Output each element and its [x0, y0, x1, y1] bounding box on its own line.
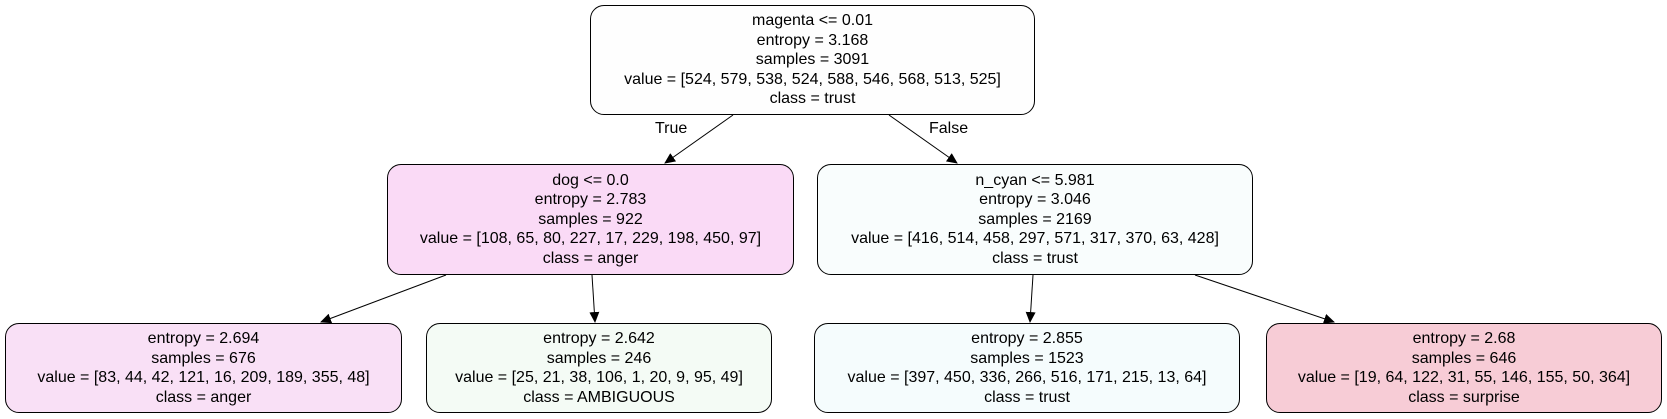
node-class: class = trust: [992, 249, 1078, 267]
node-samples: samples = 646: [1411, 349, 1517, 367]
node-entropy: entropy = 2.642: [543, 330, 655, 347]
node-value: value = [83, 44, 42, 121, 16, 209, 189, …: [37, 369, 370, 386]
node-class: class = AMBIGUOUS: [523, 388, 675, 406]
edge-ncyan-leaf4: [1194, 274, 1335, 324]
node-entropy: entropy = 2.68: [1412, 330, 1516, 347]
node-samples: samples = 676: [151, 349, 256, 367]
node-samples: samples = 1523: [970, 349, 1084, 367]
edge-dog-leaf2: [589, 274, 600, 323]
tree-node-root: magenta <= 0.01 entropy = 3.168 samples …: [590, 5, 1035, 115]
node-class: class = surprise: [1408, 388, 1520, 406]
node-value: value = [397, 450, 336, 266, 516, 171, 2…: [847, 369, 1207, 386]
node-value: value = [108, 65, 80, 227, 17, 229, 198,…: [419, 230, 762, 248]
node-value: value = [524, 579, 538, 524, 588, 546, 5…: [624, 70, 1001, 88]
node-condition: n_cyan <= 5.981: [975, 171, 1095, 189]
edge-label-false: False: [929, 120, 969, 137]
edge-root-dog: [664, 114, 734, 164]
node-samples: samples = 2169: [978, 210, 1092, 228]
edge-label-true: True: [655, 120, 688, 137]
node-class: class = anger: [155, 388, 252, 406]
node-value: value = [25, 21, 38, 106, 1, 20, 9, 95, …: [455, 369, 743, 386]
tree-leaf-3: entropy = 2.855 samples = 1523 value = […: [814, 323, 1240, 413]
tree-leaf-4: entropy = 2.68 samples = 646 value = [19…: [1266, 323, 1662, 413]
node-entropy: entropy = 2.855: [971, 330, 1083, 347]
node-samples: samples = 3091: [755, 51, 870, 69]
tree-leaf-1: entropy = 2.694 samples = 676 value = [8…: [5, 323, 402, 413]
node-class: class = trust: [769, 90, 856, 108]
node-entropy: entropy = 3.046: [979, 191, 1091, 209]
node-value: value = [19, 64, 122, 31, 55, 146, 155, …: [1297, 369, 1631, 386]
tree-node-ncyan: n_cyan <= 5.981 entropy = 3.046 samples …: [817, 164, 1253, 275]
node-value: value = [416, 514, 458, 297, 571, 317, 3…: [851, 230, 1219, 248]
node-entropy: entropy = 3.168: [756, 31, 869, 49]
node-entropy: entropy = 2.783: [534, 191, 647, 209]
node-class: class = anger: [542, 249, 639, 267]
tree-leaf-2: entropy = 2.642 samples = 246 value = [2…: [426, 323, 772, 413]
edge-ncyan-leaf3: [1025, 274, 1036, 323]
edge-dog-leaf1: [320, 274, 447, 324]
node-condition: dog <= 0.0: [552, 171, 629, 189]
node-samples: samples = 246: [546, 349, 652, 367]
node-class: class = trust: [984, 388, 1070, 406]
edge-root-ncyan: [888, 114, 958, 164]
tree-node-dog: dog <= 0.0 entropy = 2.783 samples = 922…: [387, 164, 794, 275]
node-condition: magenta <= 0.01: [752, 12, 873, 30]
node-entropy: entropy = 2.694: [147, 330, 260, 347]
node-samples: samples = 922: [538, 210, 643, 228]
